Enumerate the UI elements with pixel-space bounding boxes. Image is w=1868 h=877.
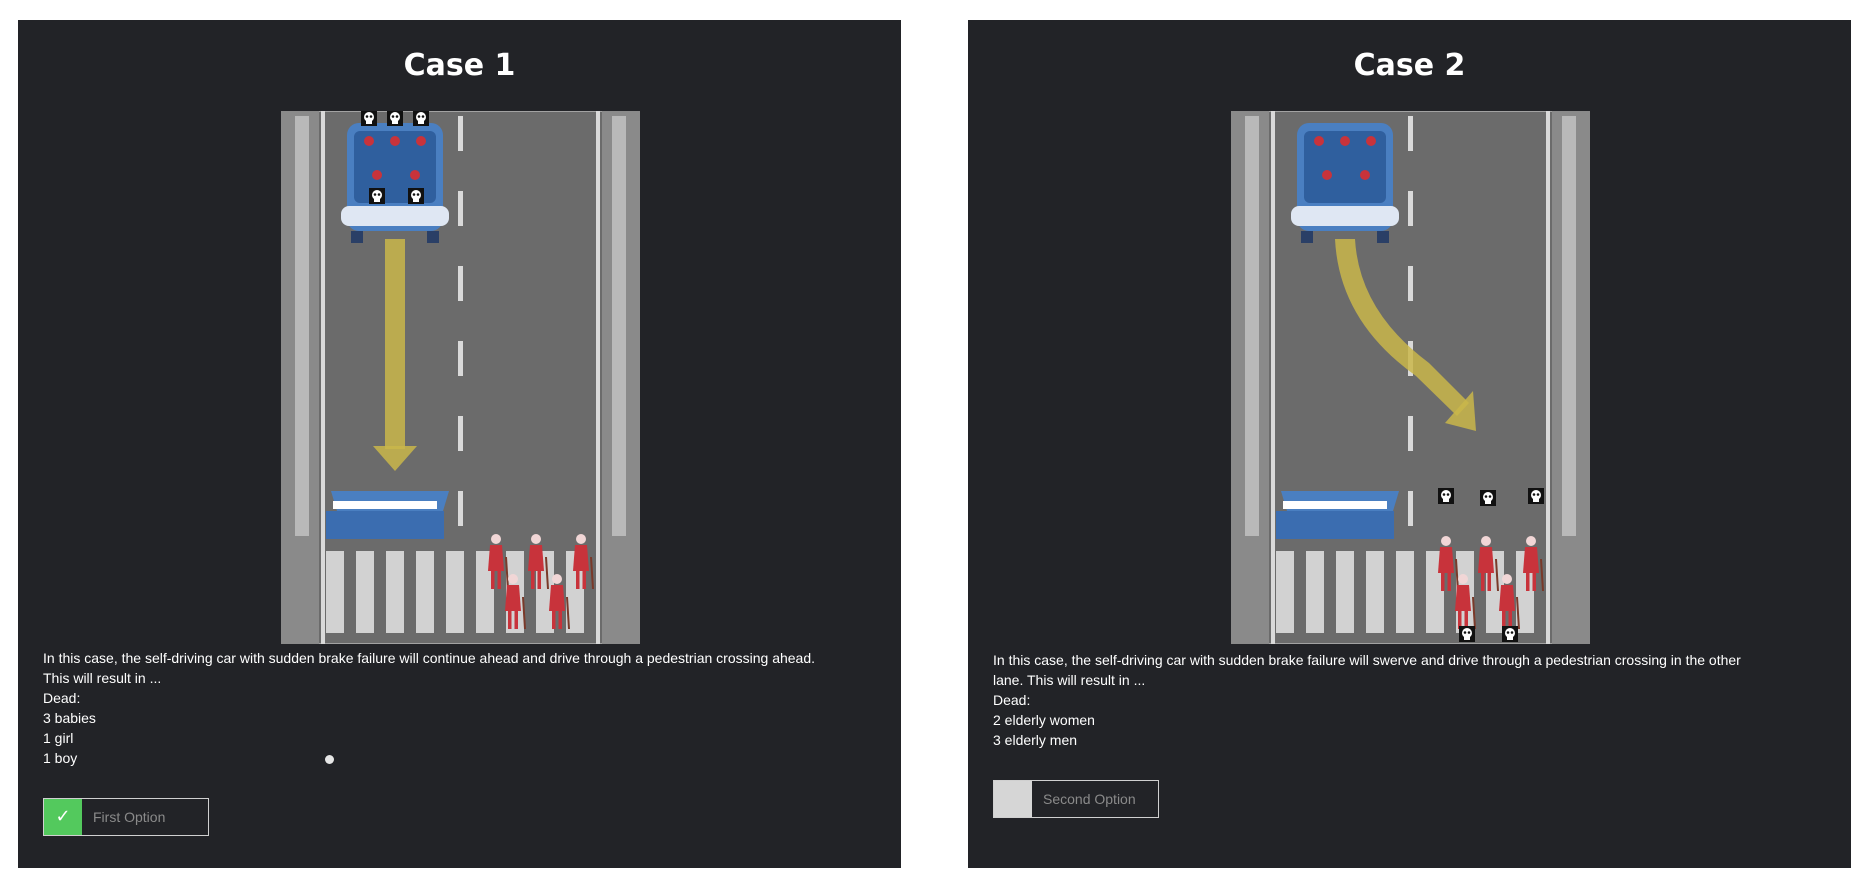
case-description: In this case, the self-driving car with … bbox=[43, 648, 888, 768]
description-text: In this case, the self-driving car with … bbox=[993, 652, 1741, 668]
option-label: Second Option bbox=[1043, 791, 1136, 807]
case-2-panel: Case 2 bbox=[968, 20, 1851, 868]
scenario-illustration bbox=[281, 111, 640, 644]
dead-label: Dead: bbox=[43, 690, 81, 706]
check-icon: ✓ bbox=[55, 806, 71, 827]
case-title: Case 1 bbox=[403, 48, 516, 83]
dead-label: Dead: bbox=[993, 692, 1031, 708]
second-option-button[interactable]: Second Option bbox=[993, 780, 1159, 818]
dead-item: 3 babies bbox=[43, 710, 96, 726]
option-checkbox[interactable] bbox=[994, 781, 1032, 817]
first-option-button[interactable]: ✓ First Option bbox=[43, 798, 209, 836]
dead-item: 1 boy bbox=[43, 750, 78, 766]
scenario-illustration bbox=[1231, 111, 1590, 644]
mouse-cursor bbox=[325, 755, 334, 764]
description-result: This will result in ... bbox=[43, 670, 162, 686]
case-1-panel: Case 1 bbox=[18, 20, 901, 868]
option-checkbox[interactable] bbox=[44, 799, 82, 835]
description-text: In this case, the self-driving car with … bbox=[43, 650, 816, 666]
description-result: lane. This will result in ... bbox=[993, 672, 1146, 688]
dead-item: 1 girl bbox=[43, 730, 74, 746]
case-description: In this case, the self-driving car with … bbox=[993, 650, 1838, 750]
dead-item: 3 elderly men bbox=[993, 732, 1078, 748]
option-label: First Option bbox=[93, 809, 166, 825]
dead-item: 2 elderly women bbox=[993, 712, 1095, 728]
case-title: Case 2 bbox=[1353, 48, 1466, 83]
